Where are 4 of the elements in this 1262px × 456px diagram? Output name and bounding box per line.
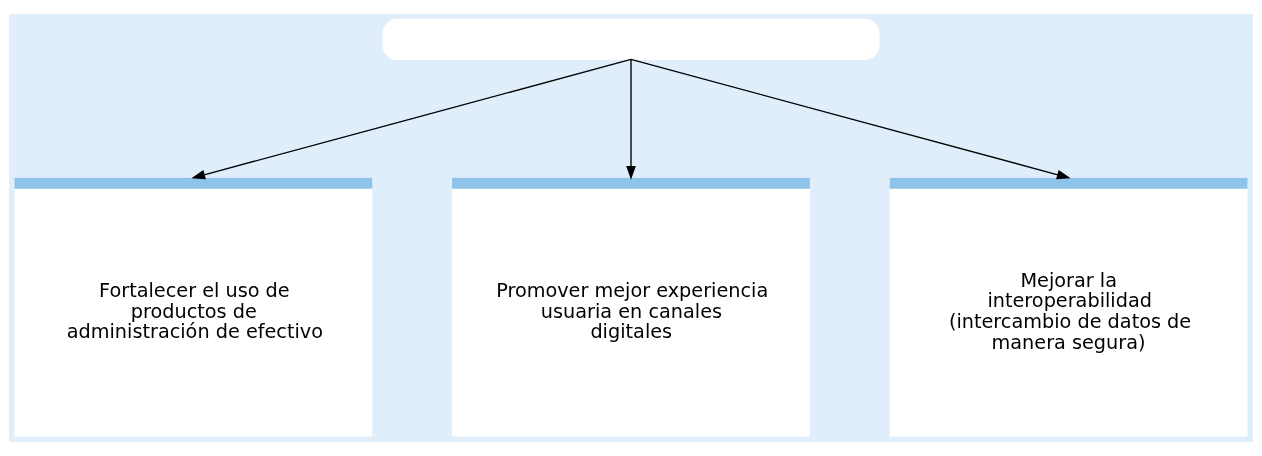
- arrow: [626, 58, 636, 180]
- arrow: [630, 58, 1071, 180]
- node-box: [382, 18, 880, 61]
- arrow: [191, 58, 632, 180]
